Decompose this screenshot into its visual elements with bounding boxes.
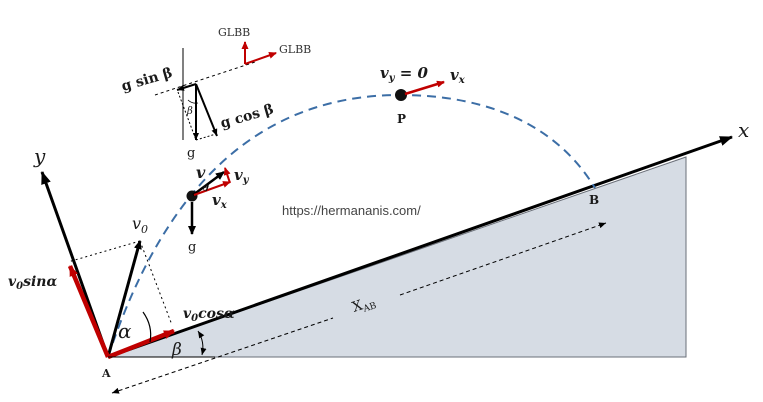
v0-cos-alpha-vector bbox=[107, 328, 175, 360]
label-point-a: A bbox=[101, 367, 111, 380]
trajectory-path bbox=[107, 93, 596, 358]
label-axis-x: x bbox=[738, 118, 749, 142]
v0-sin-alpha-vector bbox=[67, 265, 111, 358]
projection-line-v0-to-x bbox=[139, 240, 173, 326]
label-g-mid: g bbox=[188, 240, 196, 255]
label-g-cos: g cos β bbox=[219, 101, 276, 131]
alpha-angle-arc bbox=[142, 311, 152, 343]
theta-arc bbox=[205, 182, 209, 192]
beta-angle-arc bbox=[197, 330, 207, 356]
g-cos-vector bbox=[195, 83, 218, 137]
glbb-horizontal-arrow bbox=[244, 52, 277, 65]
label-glbb-horizontal: GLBB bbox=[279, 43, 311, 56]
label-g-decomp: g bbox=[187, 146, 195, 161]
label-beta-small: β bbox=[186, 106, 193, 117]
projection-line-v0-to-y bbox=[67, 240, 141, 263]
x-axis bbox=[107, 135, 733, 359]
decomp-dotted-2 bbox=[195, 133, 217, 141]
vy-mid-vector bbox=[193, 181, 231, 196]
decomp-dotted-1 bbox=[177, 91, 197, 141]
label-v0: v0 bbox=[132, 214, 148, 236]
label-point-b: B bbox=[589, 193, 599, 207]
label-v0-cos-alpha: v0cosα bbox=[183, 306, 235, 324]
v0-vector bbox=[106, 240, 142, 358]
x-ab-distance-line-right bbox=[399, 222, 607, 296]
label-v0-sin-alpha: v0sinα bbox=[8, 274, 57, 292]
label-beta: β bbox=[171, 340, 182, 360]
label-alpha: α bbox=[118, 319, 132, 343]
label-vy-mid: vy bbox=[234, 166, 250, 186]
label-vx-top: vx bbox=[450, 66, 466, 86]
beta-small-arc bbox=[187, 99, 199, 104]
label-x-ab: XAB bbox=[350, 293, 378, 317]
label-vx-mid: vx bbox=[212, 191, 228, 211]
vx-mid-vector bbox=[223, 167, 231, 184]
x-ab-distance-line-left bbox=[111, 317, 334, 394]
label-v-mid: v bbox=[196, 163, 206, 182]
label-point-p: P bbox=[397, 112, 406, 126]
g-sin-vector bbox=[176, 83, 197, 91]
label-axis-y: y bbox=[33, 144, 46, 168]
label-glbb-vertical: GLBB bbox=[218, 26, 250, 39]
watermark-url: https://hermananis.com/ bbox=[282, 203, 421, 218]
vx-top-vector bbox=[404, 80, 445, 96]
label-vy-zero: vy = 0 bbox=[380, 64, 429, 84]
label-g-sin: g sin β bbox=[120, 65, 175, 95]
label-theta: θ bbox=[203, 184, 208, 193]
top-point-p bbox=[395, 89, 407, 101]
